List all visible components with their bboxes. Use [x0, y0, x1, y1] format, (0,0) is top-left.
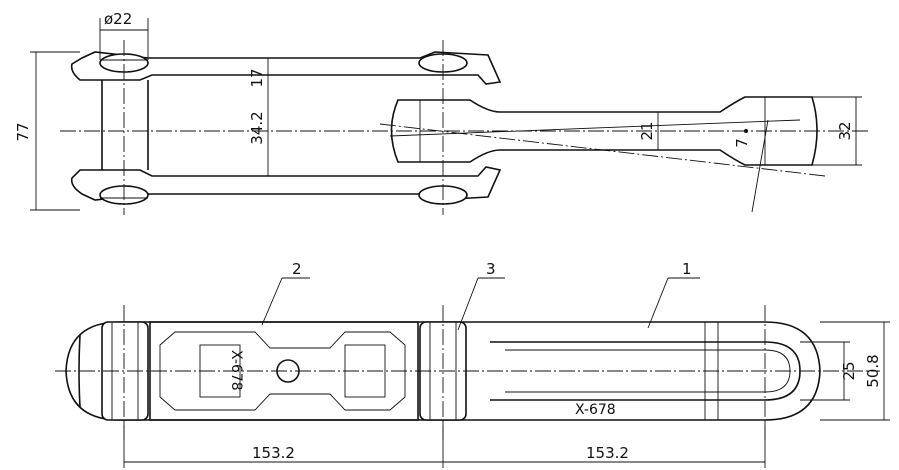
dim-pin-diameter: ø22: [104, 10, 132, 28]
middle-link-recess: [159, 331, 406, 411]
dim-angle: 7: [733, 138, 751, 148]
angled-centerline-2: [389, 119, 801, 137]
dim-inner-width: 34.2: [248, 111, 266, 144]
dim-bar-height: 32: [836, 121, 854, 140]
angle-point: [744, 129, 748, 133]
angled-centerline: [379, 123, 826, 177]
angle-reference-line: [751, 119, 769, 213]
middle-link-plate: [149, 321, 419, 421]
leader-1: [647, 277, 669, 329]
dim-pitch-right: 153.2: [586, 444, 629, 462]
dim-overall-height: 77: [14, 122, 32, 141]
upper-side-plate: [70, 51, 502, 85]
dim-neck-width: 21: [638, 121, 656, 140]
dim-plate-height: 17: [248, 68, 266, 87]
part-code-right: X-678: [575, 402, 616, 418]
leader-2: [261, 277, 283, 326]
lower-side-plate: [70, 166, 502, 201]
dim-slot-width: 25: [840, 361, 858, 380]
leader-3: [457, 277, 479, 331]
dim-pitch-left: 153.2: [252, 444, 295, 462]
top-view: ø22 77 17 34.2 21 32 7: [14, 10, 870, 215]
bottom-view: X-678 X-678 2 3 1 153.2 153.2 25 50.8: [55, 260, 890, 468]
callout-3: 3: [486, 260, 496, 278]
callout-1: 1: [682, 260, 692, 278]
dim-link-height: 50.8: [864, 354, 882, 387]
part-code-left: X-678: [228, 350, 244, 391]
callout-2: 2: [292, 260, 302, 278]
